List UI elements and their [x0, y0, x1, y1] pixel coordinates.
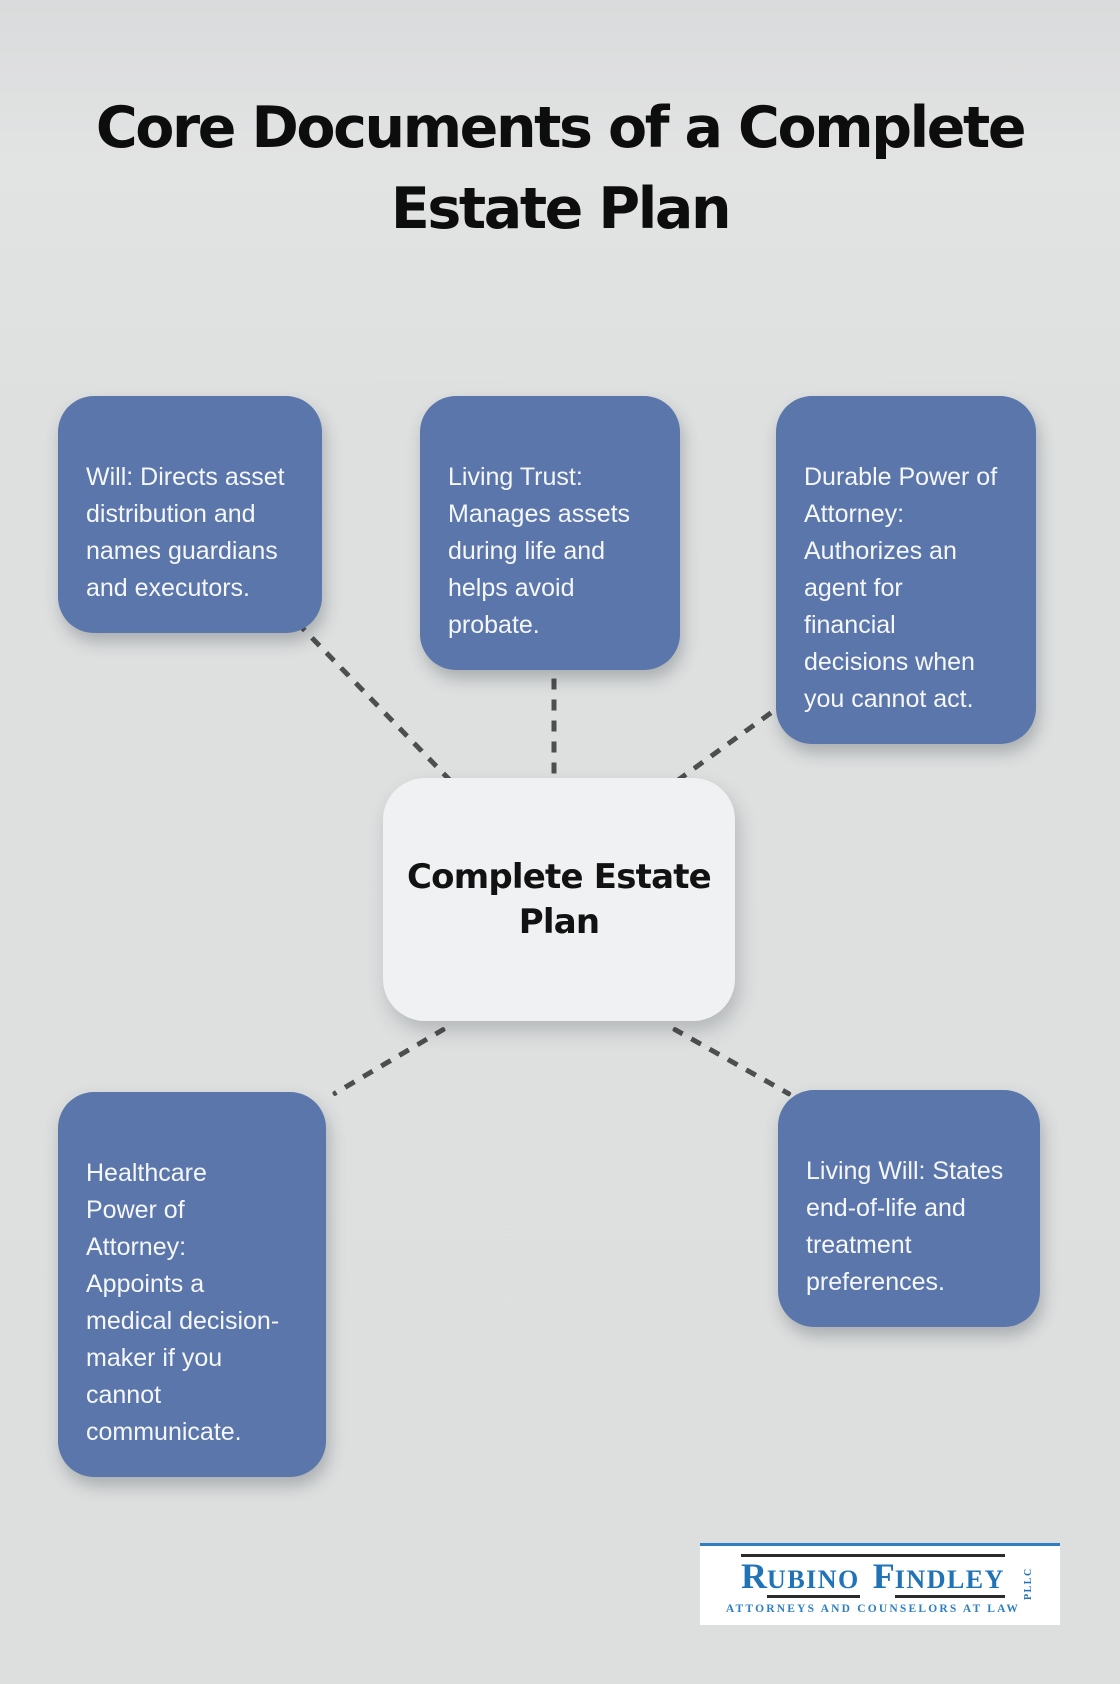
page-title: Core Documents of a Complete Estate Plan — [95, 95, 1027, 242]
connector-durable-poa-line — [669, 698, 790, 787]
node-healthcare-poa-text: Healthcare Power of Attorney: Appoints a… — [86, 1159, 280, 1446]
node-will: Will: Directs asset distribution and nam… — [58, 396, 322, 633]
node-durable-poa-text: Durable Power of Attorney: Authorizes an… — [804, 463, 998, 713]
node-living-will: Living Will: States end-of-life and trea… — [778, 1090, 1040, 1327]
logo-initial-r: R — [741, 1556, 768, 1596]
logo-tagline: ATTORNEYS AND COUNSELORS AT LAW — [725, 1603, 1021, 1615]
node-living-will-text: Living Will: States end-of-life and trea… — [806, 1157, 1004, 1296]
logo-rest-indley: INDLEY — [894, 1567, 1005, 1598]
connector-living-will-line — [671, 1026, 792, 1097]
node-living-trust-text: Living Trust: Manages assets during life… — [448, 463, 631, 639]
center-node: Complete Estate Plan — [383, 778, 735, 1021]
logo-initial-f: F — [872, 1556, 895, 1596]
center-node-label: Complete Estate Plan — [407, 856, 712, 942]
node-will-text: Will: Directs asset distribution and nam… — [86, 463, 285, 602]
node-living-trust: Living Trust: Manages assets during life… — [420, 396, 680, 670]
node-durable-poa: Durable Power of Attorney: Authorizes an… — [776, 396, 1036, 744]
node-healthcare-poa: Healthcare Power of Attorney: Appoints a… — [58, 1092, 326, 1477]
logo-pllc-suffix: PLLC — [1023, 1567, 1035, 1600]
logo-rest-ubino: UBINO — [767, 1567, 860, 1598]
connector-healthcare-poa-line — [331, 1026, 447, 1097]
